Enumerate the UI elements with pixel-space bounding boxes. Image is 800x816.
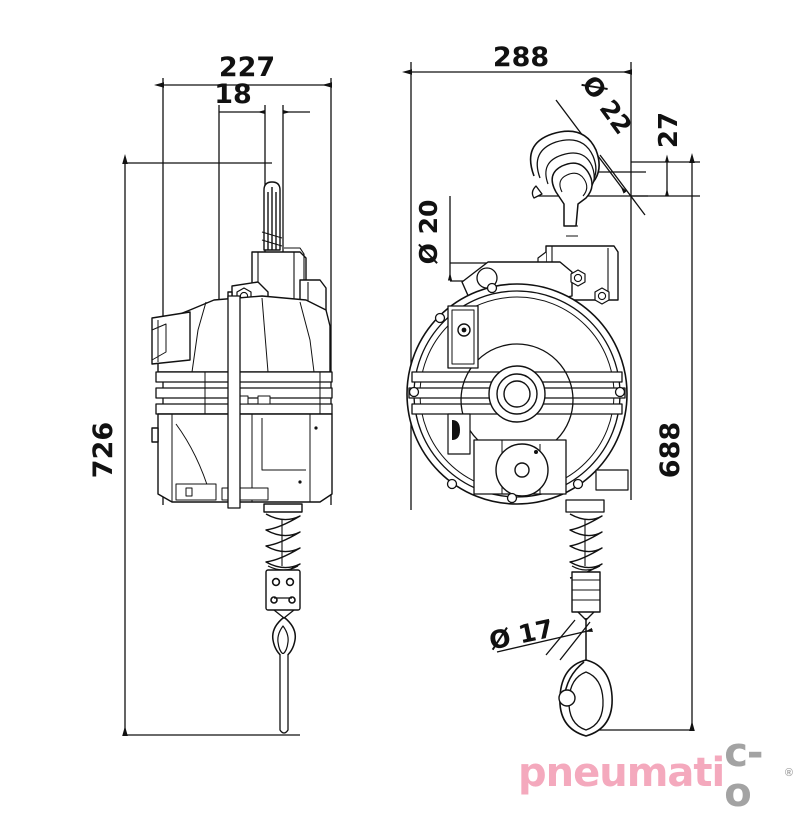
dimension-label-288: 288 bbox=[493, 42, 549, 73]
dimension-label-18: 18 bbox=[214, 79, 252, 110]
front-view-geometry bbox=[406, 130, 629, 737]
dimension-label-726: 726 bbox=[88, 422, 119, 478]
logo-text-pink: pneumati bbox=[518, 750, 725, 796]
dimension-label-dia-22: Ø 22 bbox=[576, 70, 638, 139]
registered-trademark-icon: ® bbox=[784, 767, 793, 779]
dimension-label-dia-17: Ø 17 bbox=[487, 614, 556, 656]
dimension-label-688: 688 bbox=[655, 422, 686, 478]
side-view-geometry bbox=[151, 181, 333, 734]
dimension-label-27: 27 bbox=[654, 112, 684, 148]
dimension-label-227: 227 bbox=[219, 52, 275, 83]
logo-text-gray: c-o bbox=[724, 730, 763, 816]
dimension-label-dia-20: Ø 20 bbox=[414, 200, 443, 265]
